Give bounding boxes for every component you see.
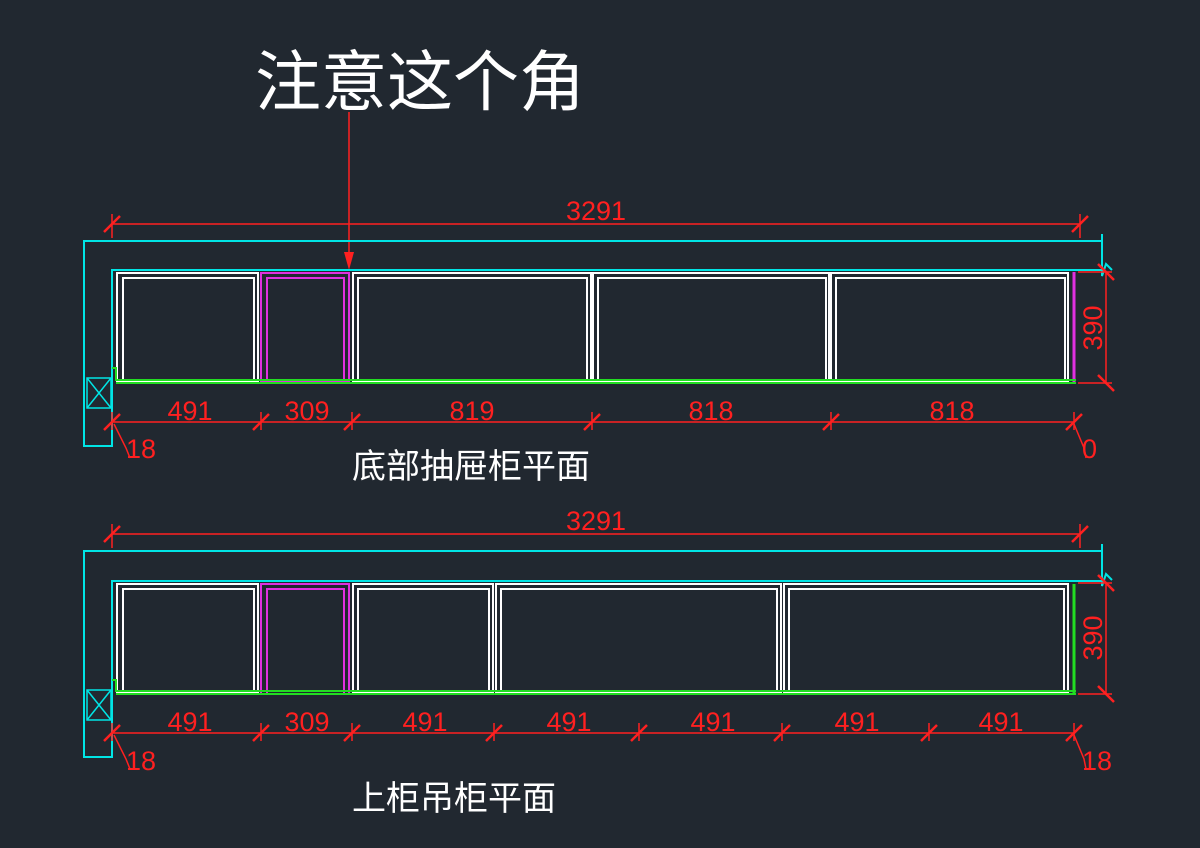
overall-width-label: 3291 xyxy=(566,196,626,226)
gap-leaders xyxy=(113,423,1087,459)
segment-dimensions: 491 309 819 818 818 xyxy=(103,396,1083,431)
segment-label: 491 xyxy=(546,707,591,737)
column-box xyxy=(86,377,112,409)
cabinet-row xyxy=(116,583,1069,693)
depth-label: 390 xyxy=(1078,305,1108,350)
column-box xyxy=(86,689,112,721)
front-line xyxy=(112,584,1076,695)
segment-label: 491 xyxy=(167,396,212,426)
segment-label: 491 xyxy=(402,707,447,737)
right-gap-label: 18 xyxy=(1082,746,1112,776)
front-line xyxy=(112,367,1076,384)
segment-label: 818 xyxy=(688,396,733,426)
annotation-text: 注意这个角 xyxy=(255,44,585,121)
bottom-plan: 3291 xyxy=(83,196,1115,487)
left-gap-label: 18 xyxy=(126,746,156,776)
segment-label: 818 xyxy=(929,396,974,426)
corner-cabinet xyxy=(260,583,350,695)
segment-label: 819 xyxy=(449,396,494,426)
segment-label: 491 xyxy=(978,707,1023,737)
upper-plan: 3291 xyxy=(83,506,1115,819)
cabinet-row xyxy=(116,272,1069,382)
overall-dimension: 3291 xyxy=(103,506,1089,548)
depth-dimension: 390 xyxy=(1078,574,1115,703)
segment-dimensions: 491 309 491 491 491 491 491 xyxy=(103,707,1083,742)
segment-label: 309 xyxy=(284,707,329,737)
annotation-arrowhead xyxy=(344,252,354,270)
plan-title: 上柜吊柜平面 xyxy=(352,779,556,819)
gap-leaders xyxy=(113,734,1087,770)
segment-label: 491 xyxy=(690,707,735,737)
segment-label: 309 xyxy=(284,396,329,426)
wall-outline xyxy=(83,544,1113,758)
plan-title: 底部抽屉柜平面 xyxy=(352,447,590,487)
segment-label: 491 xyxy=(167,707,212,737)
segment-label: 491 xyxy=(834,707,879,737)
overall-dimension: 3291 xyxy=(103,196,1089,238)
left-gap-label: 18 xyxy=(126,434,156,464)
corner-cabinet xyxy=(260,272,1076,383)
right-gap-label: 0 xyxy=(1082,434,1097,464)
overall-width-label: 3291 xyxy=(566,506,626,536)
depth-dimension: 390 xyxy=(1078,263,1115,392)
depth-label: 390 xyxy=(1078,615,1108,660)
